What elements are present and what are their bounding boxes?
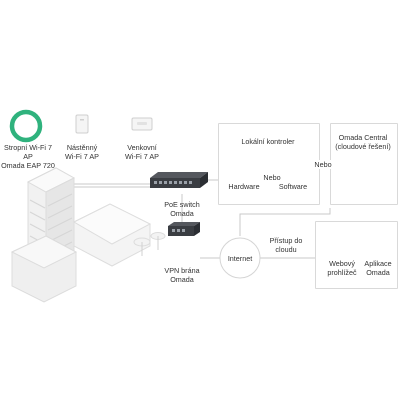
ceiling-ap-label: Stropní Wi-Fi 7 AP Omada EAP 720 <box>1 143 55 170</box>
hardware-label: Hardware <box>228 182 260 191</box>
poe-switch-label: PoE switch Omada <box>164 200 200 218</box>
cloud-access-label: Přístup do cloudu <box>269 236 303 254</box>
local-controller-title: Lokální kontroler <box>241 137 295 146</box>
outdoor-ap-icon <box>131 117 153 131</box>
web-browser-label: Webový prohlížeč <box>327 259 357 277</box>
poe-switch-icon <box>150 172 208 188</box>
wall-ap-icon <box>75 114 89 134</box>
cloud-label: Omada Central (cloudové řešení) <box>335 133 391 151</box>
internet-label: Internet <box>227 254 253 263</box>
connection-lines <box>60 167 331 259</box>
or-between-label: Nebo <box>312 160 334 169</box>
software-label: Software <box>278 182 308 191</box>
wall-ap-label: Nástěnný Wi-Fi 7 AP <box>65 143 99 161</box>
local-controller-box <box>218 123 320 205</box>
local-or-label: Nebo <box>263 173 281 182</box>
client-access-box <box>315 221 398 289</box>
ceiling-ap-icon <box>9 109 43 143</box>
building-illustration <box>10 167 166 303</box>
app-label: Aplikace Omada <box>364 259 392 277</box>
vpn-gateway-label: VPN brána Omada <box>164 266 200 284</box>
internet-node <box>219 237 261 279</box>
outdoor-ap-label: Venkovní Wi-Fi 7 AP <box>125 143 159 161</box>
vpn-gateway-icon <box>168 222 200 236</box>
